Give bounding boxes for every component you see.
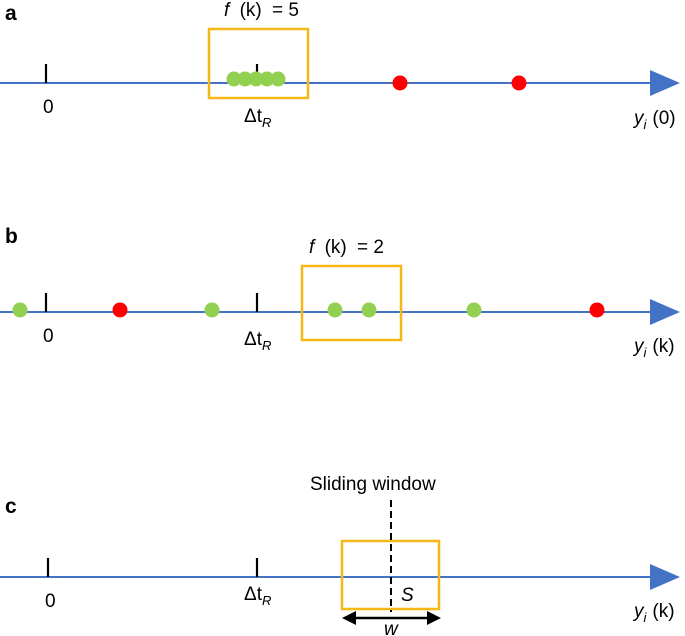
- zero-label: 0: [43, 97, 54, 118]
- red-dot: [112, 302, 128, 318]
- panel-c: c Sliding window S w 0 ΔtR yi (k): [0, 474, 680, 636]
- axis-arg: (k): [652, 336, 674, 357]
- fk-prefix: f: [309, 237, 316, 258]
- axis-label: yi (k): [632, 336, 675, 360]
- green-dot: [12, 302, 28, 318]
- panel-letter: c: [5, 495, 17, 518]
- window-box: [340, 539, 441, 611]
- green-dot: [204, 302, 220, 318]
- fk-label: f (k) = 2: [309, 237, 384, 258]
- fk-prefix: f: [224, 0, 231, 21]
- delta-sub: R: [262, 338, 271, 353]
- axis-arg: (0): [652, 108, 675, 129]
- delta-symbol: Δt: [244, 329, 263, 350]
- axis-y: y: [632, 601, 645, 622]
- width-arrow: [342, 611, 441, 625]
- axis-arrow: [650, 564, 680, 590]
- panel-letter: b: [5, 225, 18, 248]
- axis-y: y: [632, 336, 645, 357]
- fk-label: f (k) = 5: [224, 0, 299, 21]
- green-cluster: [226, 71, 286, 87]
- axis-label: yi (0): [632, 108, 676, 132]
- axis-sub: i: [644, 610, 648, 625]
- w-label: w: [384, 619, 399, 636]
- panel-b: b f (k) = 2 0 ΔtR yi (k): [0, 225, 680, 360]
- green-dot: [270, 71, 286, 87]
- s-label: S: [401, 585, 414, 606]
- window-box: [300, 264, 403, 342]
- delta-symbol: Δt: [244, 106, 263, 127]
- green-dot: [466, 302, 482, 318]
- axis-y: y: [632, 108, 645, 129]
- delta-sub: R: [262, 593, 271, 608]
- window-title: Sliding window: [310, 474, 436, 495]
- fk-value: = 2: [357, 237, 384, 258]
- delta-symbol: Δt: [244, 584, 263, 605]
- green-dot: [327, 302, 343, 318]
- red-dot: [392, 75, 408, 91]
- delta-sub: R: [262, 115, 271, 130]
- green-dot: [361, 302, 377, 318]
- axis-sub: i: [644, 117, 648, 132]
- fk-k: (k): [240, 0, 262, 21]
- delta-label: ΔtR: [244, 584, 271, 608]
- axis-arrow: [650, 70, 680, 96]
- red-dot: [589, 302, 605, 318]
- green-dot: [259, 71, 275, 87]
- fk-k: (k): [325, 237, 347, 258]
- fk-value: = 5: [272, 0, 299, 21]
- delta-label: ΔtR: [244, 329, 271, 353]
- width-arrow-left-head: [342, 611, 356, 625]
- green-dot: [237, 71, 253, 87]
- green-dot: [248, 71, 264, 87]
- axis-arrow: [650, 299, 680, 325]
- green-dot: [226, 71, 242, 87]
- zero-label: 0: [43, 326, 54, 347]
- axis-sub: i: [644, 345, 648, 360]
- axis-label: yi (k): [632, 601, 675, 625]
- window-box: [207, 27, 310, 100]
- delta-label: ΔtR: [244, 106, 271, 130]
- zero-label: 0: [45, 591, 56, 612]
- panel-letter: a: [5, 2, 17, 25]
- red-dot: [511, 75, 527, 91]
- width-arrow-right-head: [427, 611, 441, 625]
- panel-a: a f (k) = 5 0 ΔtR yi (0): [0, 0, 680, 132]
- axis-arg: (k): [652, 601, 674, 622]
